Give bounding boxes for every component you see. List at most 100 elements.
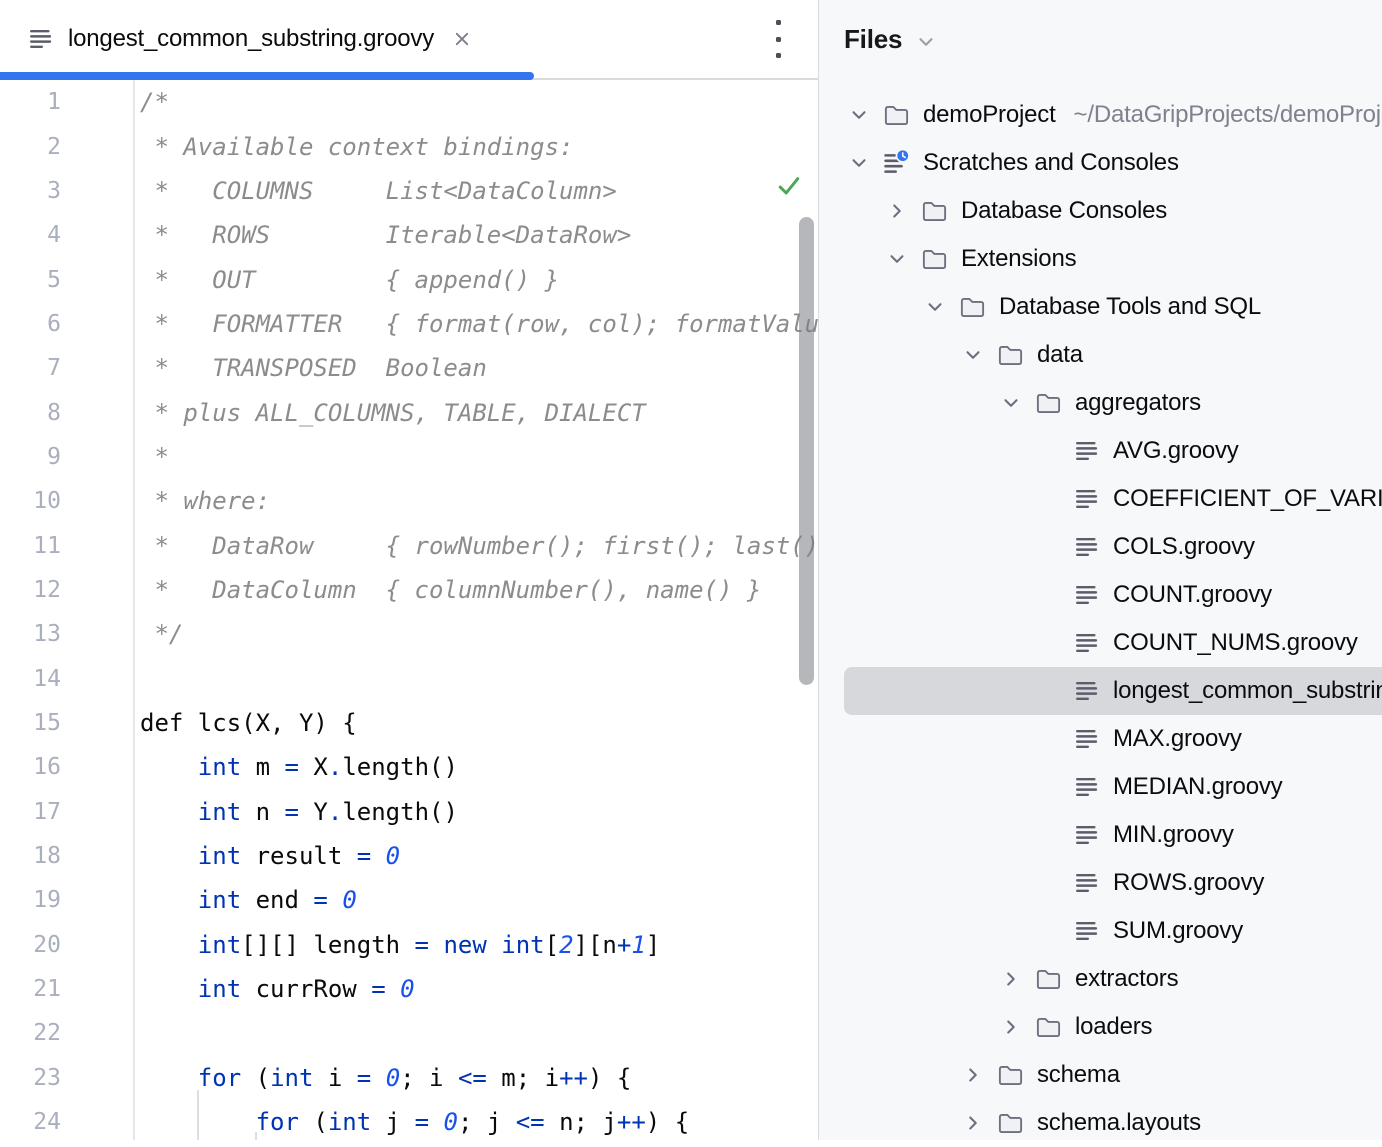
editor-scrollbar[interactable] (799, 217, 814, 685)
chevron-right-icon[interactable] (961, 1063, 985, 1087)
tree-row-sum-groovy[interactable]: SUM.groovy (819, 907, 1382, 955)
tree-row-schema-layouts[interactable]: schema.layouts (819, 1099, 1382, 1147)
tab-active[interactable]: longest_common_substring.groovy (28, 0, 474, 78)
code-text: int n = Y.length() (197, 797, 458, 826)
tree-item-label: schema.layouts (1037, 1109, 1201, 1136)
code-line[interactable]: 21 int currRow = 0 (0, 967, 818, 1011)
code-line[interactable]: 4 * ROWS Iterable<DataRow> (0, 213, 818, 257)
tree-row-extractors[interactable]: extractors (819, 955, 1382, 1003)
code-line[interactable]: 16 int m = X.length() (0, 745, 818, 789)
gutter-separator (133, 80, 135, 1140)
code-line[interactable]: 20 int[][] length = new int[2][n+1] (0, 923, 818, 967)
file-lines-icon (1073, 486, 1100, 513)
tree-item-label: schema (1037, 1061, 1120, 1088)
chevron-right-icon[interactable] (961, 1111, 985, 1135)
code-text: * plus ALL_COLUMNS, TABLE, DIALECT (140, 398, 646, 427)
files-panel: Files demoProject~/DataGripProjects/demo… (818, 0, 1382, 1140)
chevron-right-icon[interactable] (999, 967, 1023, 991)
code-line[interactable]: 19 int end = 0 (0, 878, 818, 922)
tree-row-rows-groovy[interactable]: ROWS.groovy (819, 859, 1382, 907)
code-line[interactable]: 22 (0, 1011, 818, 1055)
chevron-down-icon[interactable] (885, 247, 909, 271)
line-number: 11 (33, 532, 61, 559)
chevron-right-icon[interactable] (885, 199, 909, 223)
code-line[interactable]: 9 * (0, 435, 818, 479)
code-line[interactable]: 18 int result = 0 (0, 834, 818, 878)
chevron-down-icon[interactable] (847, 151, 871, 175)
folder-icon (997, 1110, 1024, 1137)
tab-options-kebab-icon[interactable] (770, 20, 786, 58)
tree-row-schema[interactable]: schema (819, 1051, 1382, 1099)
code-line[interactable]: 3 * COLUMNS List<DataColumn> (0, 169, 818, 213)
chevron-right-icon[interactable] (999, 1015, 1023, 1039)
tree-row-count-groovy[interactable]: COUNT.groovy (819, 571, 1382, 619)
tree-row-data[interactable]: data (819, 331, 1382, 379)
tree-item-label: COLS.groovy (1113, 533, 1255, 560)
file-lines-icon (1073, 438, 1100, 465)
line-number: 24 (33, 1109, 61, 1136)
tree-item-label: Database Tools and SQL (999, 293, 1262, 320)
line-number: 4 (47, 222, 61, 249)
line-number: 6 (47, 310, 61, 337)
chevron-down-icon[interactable] (961, 343, 985, 367)
code-line[interactable]: 6 * FORMATTER { format(row, col); format… (0, 302, 818, 346)
chevron-spacer (1037, 871, 1061, 895)
chevron-down-icon[interactable] (923, 295, 947, 319)
tree-row-longest-common-substring-groovy[interactable]: longest_common_substring.groovy (819, 667, 1382, 715)
code-editor[interactable]: 1/*2 * Available context bindings:3 * CO… (0, 80, 818, 1140)
tree-row-max-groovy[interactable]: MAX.groovy (819, 715, 1382, 763)
tree-item-label: Scratches and Consoles (923, 149, 1179, 176)
code-line[interactable]: 8 * plus ALL_COLUMNS, TABLE, DIALECT (0, 390, 818, 434)
tree-row-database-tools-and-sql[interactable]: Database Tools and SQL (819, 283, 1382, 331)
chevron-spacer (1037, 439, 1061, 463)
scratches-icon (883, 149, 910, 177)
tree-item-label: data (1037, 341, 1083, 368)
chevron-spacer (1037, 679, 1061, 703)
chevron-down-icon[interactable] (915, 31, 937, 53)
code-text: */ (140, 620, 184, 649)
tab-close-icon[interactable] (450, 27, 474, 51)
tree-row-cols-groovy[interactable]: COLS.groovy (819, 523, 1382, 571)
code-line[interactable]: 24 for (int j = 0; j <= n; j++) { (0, 1100, 818, 1140)
folder-icon (1035, 966, 1062, 993)
tree-row-count-nums-groovy[interactable]: COUNT_NUMS.groovy (819, 619, 1382, 667)
folder-icon (959, 294, 986, 321)
code-line[interactable]: 10 * where: (0, 479, 818, 523)
code-text: * where: (140, 487, 271, 516)
chevron-spacer (1037, 583, 1061, 607)
code-line[interactable]: 17 int n = Y.length() (0, 790, 818, 834)
tree-row-database-consoles[interactable]: Database Consoles (819, 187, 1382, 235)
folder-icon (883, 102, 910, 129)
chevron-down-icon[interactable] (999, 391, 1023, 415)
tree-row-demoproject[interactable]: demoProject~/DataGripProjects/demoProjec… (819, 91, 1382, 139)
code-line[interactable]: 7 * TRANSPOSED Boolean (0, 346, 818, 390)
code-text: int currRow = 0 (197, 975, 415, 1004)
tree-row-loaders[interactable]: loaders (819, 1003, 1382, 1051)
inspection-ok-checkmark-icon[interactable] (775, 172, 803, 200)
tree-row-extensions[interactable]: Extensions (819, 235, 1382, 283)
code-line[interactable]: 1/* (0, 80, 818, 124)
code-line[interactable]: 5 * OUT { append() } (0, 257, 818, 301)
chevron-down-icon[interactable] (847, 103, 871, 127)
code-line[interactable]: 14 (0, 656, 818, 700)
tree-row-coefficient-of-variance-groovy[interactable]: COEFFICIENT_OF_VARIANCE.groovy (819, 475, 1382, 523)
code-text: * OUT { append() } (140, 265, 560, 294)
tree-item-label: COUNT.groovy (1113, 581, 1272, 608)
code-line[interactable]: 23 for (int i = 0; i <= m; i++) { (0, 1056, 818, 1100)
tree-row-avg-groovy[interactable]: AVG.groovy (819, 427, 1382, 475)
tree-row-median-groovy[interactable]: MEDIAN.groovy (819, 763, 1382, 811)
code-line[interactable]: 2 * Available context bindings: (0, 124, 818, 168)
tree-row-min-groovy[interactable]: MIN.groovy (819, 811, 1382, 859)
tab-title: longest_common_substring.groovy (68, 25, 434, 52)
files-panel-header[interactable]: Files (819, 0, 1382, 55)
code-line[interactable]: 13 */ (0, 612, 818, 656)
tree-row-scratches-and-consoles[interactable]: Scratches and Consoles (819, 139, 1382, 187)
file-lines-icon (1073, 774, 1100, 801)
line-number: 3 (47, 177, 61, 204)
code-line[interactable]: 12 * DataColumn { columnNumber(), name()… (0, 568, 818, 612)
tree-row-aggregators[interactable]: aggregators (819, 379, 1382, 427)
line-number: 1 (47, 89, 61, 116)
indent-guide (255, 1132, 257, 1140)
code-line[interactable]: 11 * DataRow { rowNumber(); first(); las… (0, 523, 818, 567)
